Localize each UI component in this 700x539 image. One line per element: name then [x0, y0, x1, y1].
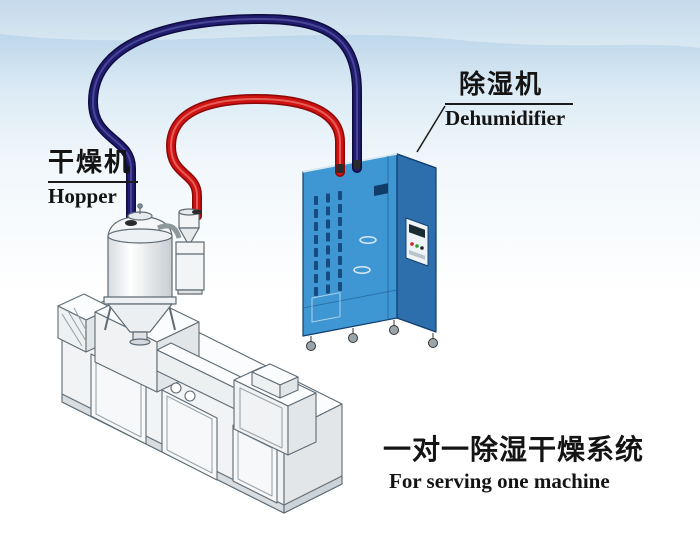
cabinet-casters	[306, 320, 438, 351]
extruder-head-inner	[239, 387, 283, 449]
cabinet-nameplate	[374, 183, 388, 196]
hopper-lid-rim	[107, 228, 173, 244]
extruder-machine	[57, 291, 343, 514]
system-title: 一对一除湿干燥系统 For serving one machine	[383, 434, 644, 493]
cabinet-slot	[353, 266, 371, 274]
hopper-label-underline	[48, 180, 138, 183]
system-title-cn: 一对一除湿干燥系统	[383, 434, 645, 465]
dehumidifier-label-underline	[445, 102, 573, 105]
dehumidifier-cabinet	[302, 153, 438, 351]
hose-collar	[125, 220, 137, 226]
hopper-label: 干燥机 Hopper	[48, 147, 138, 208]
extruder-base-skirt-end	[283, 475, 343, 514]
hopper-cone	[107, 303, 173, 333]
background-wave	[0, 0, 700, 48]
hopper-body	[107, 235, 173, 303]
dryer-unit-foot	[177, 289, 203, 295]
system-title-en: For serving one machine	[389, 469, 610, 494]
hopper-flange	[129, 338, 151, 346]
hopper-dryer	[103, 203, 205, 346]
gauge-dial	[170, 382, 182, 394]
return-air-hose-highlight	[170, 98, 341, 217]
extruder-door-panel-inner	[166, 395, 213, 474]
hopper-elbow-pipe	[157, 223, 182, 239]
hopper-label-en: Hopper	[48, 183, 117, 208]
cyclone-cone	[178, 227, 200, 243]
hopper-band	[103, 296, 177, 305]
dehumidifier-label: 除湿机 Dehumidifier	[445, 69, 573, 130]
cabinet-slot	[359, 236, 377, 244]
extruder-door-panel	[161, 389, 218, 481]
dry-air-hose-highlight	[92, 17, 358, 243]
cabinet-lower-panel	[311, 292, 341, 323]
dryer-unit-box	[175, 241, 205, 291]
hopper-label-cn: 干燥机	[48, 147, 133, 177]
hose-inlet-clamp	[353, 160, 361, 169]
gauge-dial	[184, 390, 196, 402]
hose-collar	[192, 209, 202, 215]
hose-inlet-clamp	[336, 164, 344, 173]
extruder-head-side	[287, 392, 317, 456]
dehumidifier-label-cn: 除湿机	[459, 69, 544, 99]
cabinet-control-panel	[405, 217, 429, 267]
dehumidifier-label-en: Dehumidifier	[445, 105, 566, 130]
dehumidifier-leader-line	[416, 105, 446, 153]
air-hoses	[88, 13, 362, 247]
cabinet-front-face	[302, 153, 398, 337]
